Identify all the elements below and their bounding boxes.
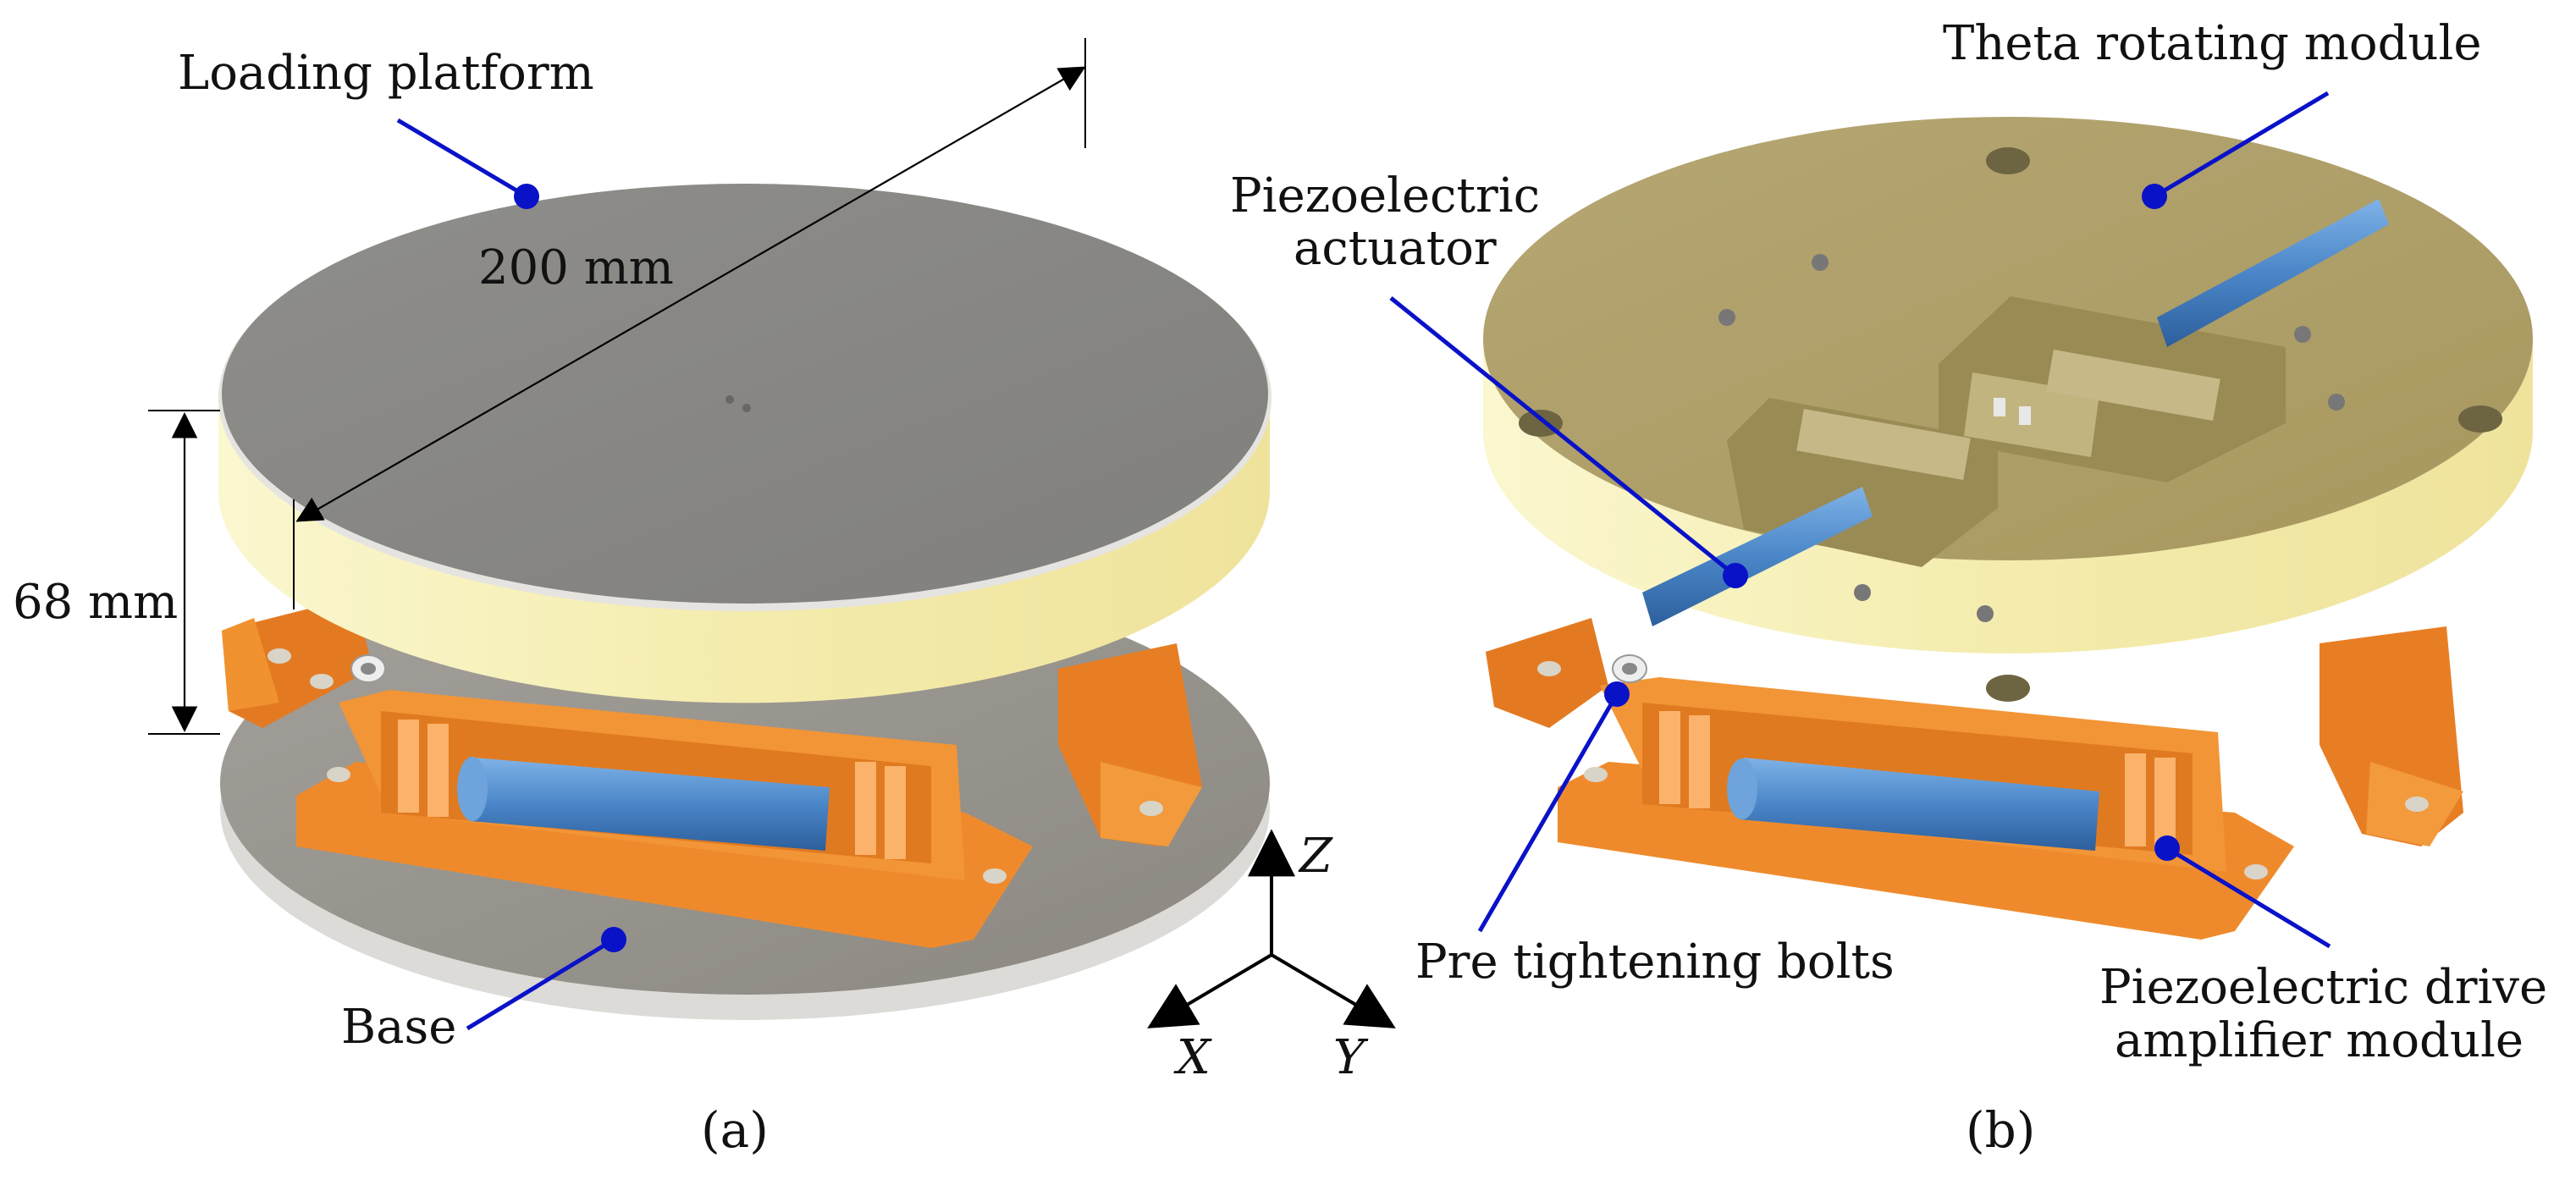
actuator-callout: Piezoelectric actuator bbox=[1230, 168, 1748, 588]
axis-z-label: Z bbox=[1298, 829, 1333, 884]
b-left-support bbox=[1486, 618, 1608, 728]
theta-callout: Theta rotating module bbox=[1943, 16, 2482, 209]
actuator-a bbox=[457, 757, 830, 851]
diameter-dimension: 200 mm bbox=[293, 38, 1086, 609]
amplifier-label-2: amplifier module bbox=[2115, 1013, 2524, 1068]
bolts-callout: Pre tightening bolts bbox=[1415, 681, 1895, 990]
caption-b: (b) bbox=[1966, 1101, 2035, 1159]
actuator-label-2: actuator bbox=[1294, 221, 1497, 276]
diameter-label: 200 mm bbox=[478, 240, 674, 295]
height-dimension: 68 mm bbox=[13, 410, 220, 735]
loading-platform bbox=[218, 184, 1271, 703]
theta-rotating-module bbox=[1483, 117, 2533, 702]
loading-platform-label: Loading platform bbox=[178, 46, 594, 101]
amplifier-label-1: Piezoelectric drive bbox=[2099, 960, 2547, 1015]
left-support bbox=[222, 597, 372, 728]
base-callout: Base bbox=[341, 927, 626, 1055]
base-label: Base bbox=[341, 1000, 456, 1055]
actuator-label-1: Piezoelectric bbox=[1230, 168, 1540, 223]
axis-y-label: Y bbox=[1333, 1030, 1369, 1085]
right-support bbox=[1058, 643, 1202, 846]
bolts-label: Pre tightening bolts bbox=[1415, 935, 1895, 990]
b-front-amplifier bbox=[1558, 677, 2294, 940]
panel-b: Theta rotating module Piezoelectric actu… bbox=[1230, 16, 2547, 1159]
height-label: 68 mm bbox=[13, 575, 178, 630]
panel-a: 200 mm 68 mm Loading platform Base (a) bbox=[13, 38, 1271, 1159]
axis-x-label: X bbox=[1173, 1030, 1212, 1085]
loading-platform-callout: Loading platform bbox=[178, 46, 594, 209]
caption-a: (a) bbox=[701, 1101, 769, 1159]
theta-label: Theta rotating module bbox=[1943, 16, 2482, 71]
amplifier-callout: Piezoelectric drive amplifier module bbox=[2099, 835, 2547, 1068]
b-right-support bbox=[2320, 626, 2463, 846]
coordinate-axes: Z X Y bbox=[1147, 829, 1396, 1085]
